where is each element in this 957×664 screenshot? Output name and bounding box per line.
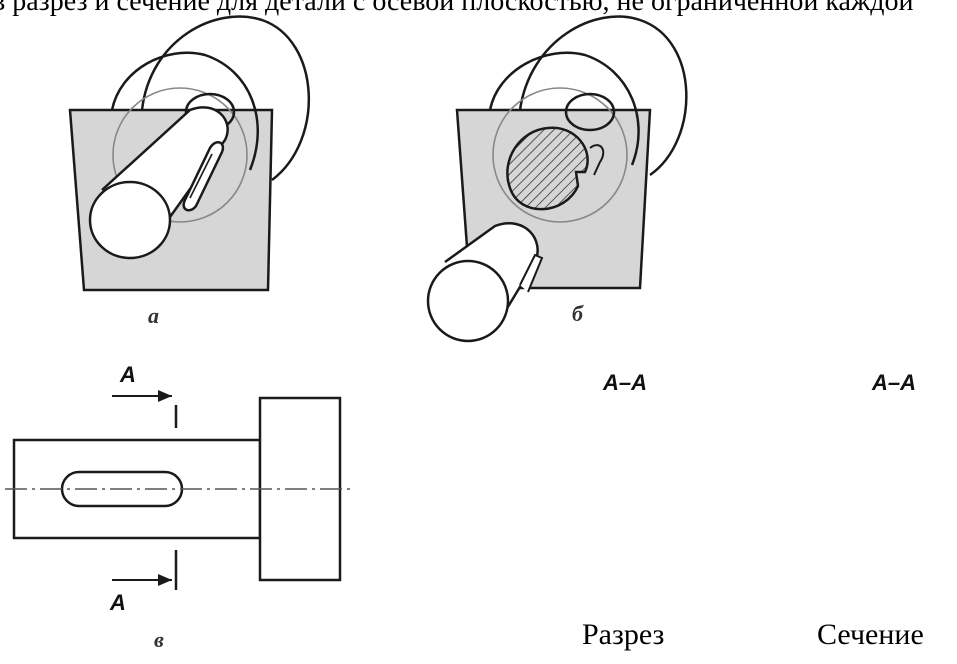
figure-a-flange-inner [110,51,259,171]
sechenie-label: Сечение [817,618,924,651]
figure-a-flange-outer [140,15,310,181]
figure-a-hole-outline [112,87,248,223]
figure-a-label: а [148,303,159,328]
figure-b-flange-outer [518,15,688,177]
figure-c-orthographic [5,390,350,590]
figure-b-hole-outline [492,87,628,223]
figure-b-flange-inner [488,51,640,166]
top-caption: в разрез и сечение для детали с осевой п… [0,0,914,17]
figure-b-hatched-section [506,126,589,211]
razrez-label: Разрез [582,618,665,651]
sechenie-section-label: A–A [872,370,917,395]
figure-a-isometric [68,15,310,292]
figure-b-shaft-back [564,92,616,132]
figure-b-shaft-face [426,259,510,343]
cut-label-top: A [120,362,136,387]
figure-a-shaft-face [88,180,172,260]
razrez-section-label: A–A [603,370,648,395]
figure-a-keyway [182,140,225,212]
figure-b-isometric [426,15,688,343]
figure-c-label: в [154,627,164,652]
cut-label-bottom: A [110,590,126,615]
figure-b-label: б [572,301,583,326]
